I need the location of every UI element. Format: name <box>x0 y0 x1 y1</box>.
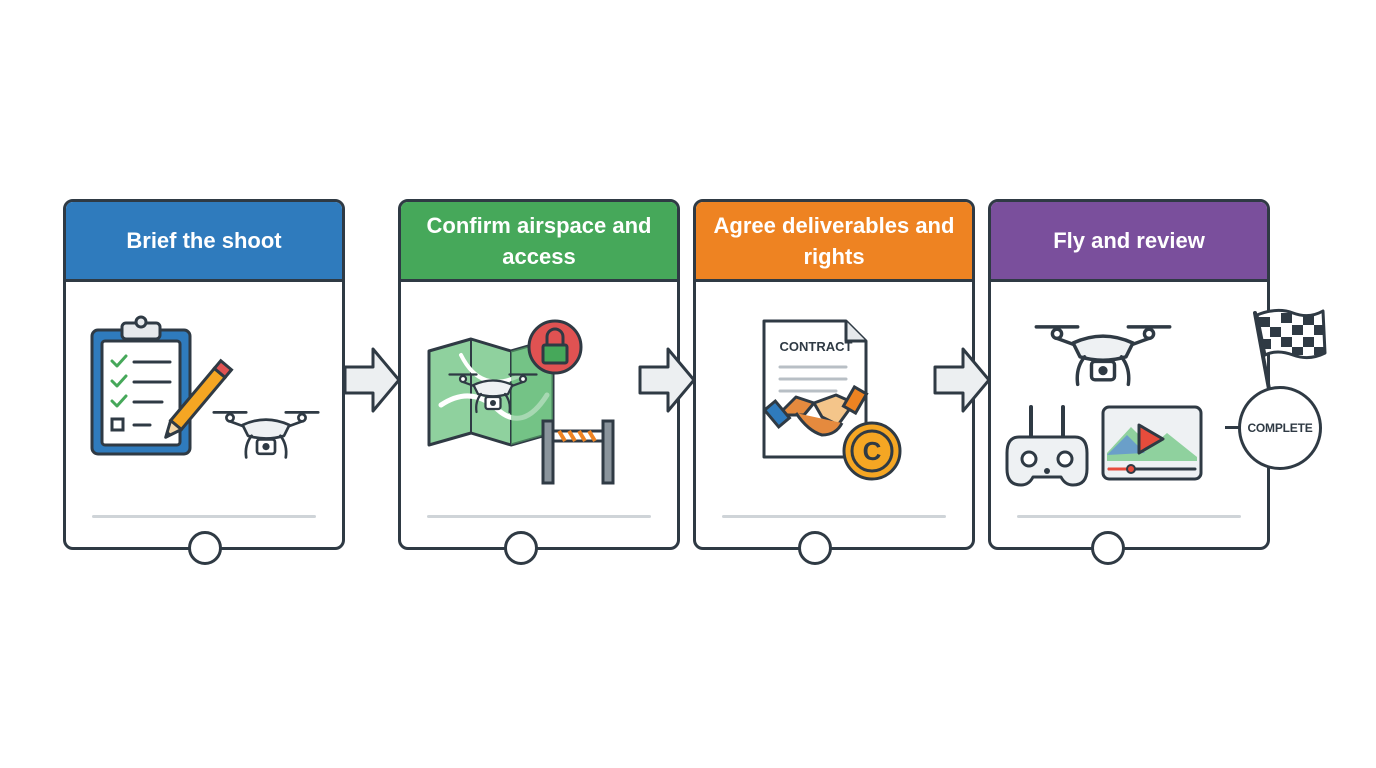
step-title: Agree deliverables and rights <box>696 202 972 282</box>
airspace-illustration <box>427 319 615 485</box>
drone-icon <box>212 411 320 459</box>
copyright-symbol: C <box>863 436 882 466</box>
step-card-fly: Fly and review <box>988 199 1270 550</box>
complete-badge: COMPLETE <box>1238 386 1322 470</box>
step-card-brief: Brief the shoot <box>63 199 345 550</box>
checkered-flag-icon <box>1253 308 1327 391</box>
complete-connector <box>1225 426 1239 429</box>
clipboard-checklist-icon <box>90 315 192 456</box>
step-title: Confirm airspace and access <box>401 202 677 282</box>
video-player-icon <box>1101 405 1203 481</box>
card-divider <box>427 515 651 518</box>
flow-arrow-1 <box>343 347 401 413</box>
handshake-icon <box>762 384 869 437</box>
card-divider <box>1017 515 1241 518</box>
card-divider <box>92 515 316 518</box>
step-node-4 <box>1091 531 1125 565</box>
fly-review-illustration <box>1005 325 1203 487</box>
barrier-icon <box>541 419 615 485</box>
copyright-icon: C <box>842 421 902 481</box>
step-card-airspace: Confirm airspace and access <box>398 199 680 550</box>
brief-illustration <box>90 315 320 459</box>
pencil-icon <box>164 358 234 439</box>
flow-arrow-2 <box>638 347 696 413</box>
step-node-2 <box>504 531 538 565</box>
deliverables-illustration: CONTRACT C <box>762 319 902 481</box>
step-card-deliverables: Agree deliverables and rights CONTRACT <box>693 199 975 550</box>
flow-arrow-3 <box>933 347 991 413</box>
drone-icon <box>1034 325 1172 387</box>
remote-controller-icon <box>1005 405 1089 487</box>
card-divider <box>722 515 946 518</box>
step-node-3 <box>798 531 832 565</box>
lock-icon <box>527 319 583 375</box>
step-title: Brief the shoot <box>66 202 342 282</box>
step-title: Fly and review <box>991 202 1267 282</box>
contract-label: CONTRACT <box>780 339 853 354</box>
step-node-1 <box>188 531 222 565</box>
